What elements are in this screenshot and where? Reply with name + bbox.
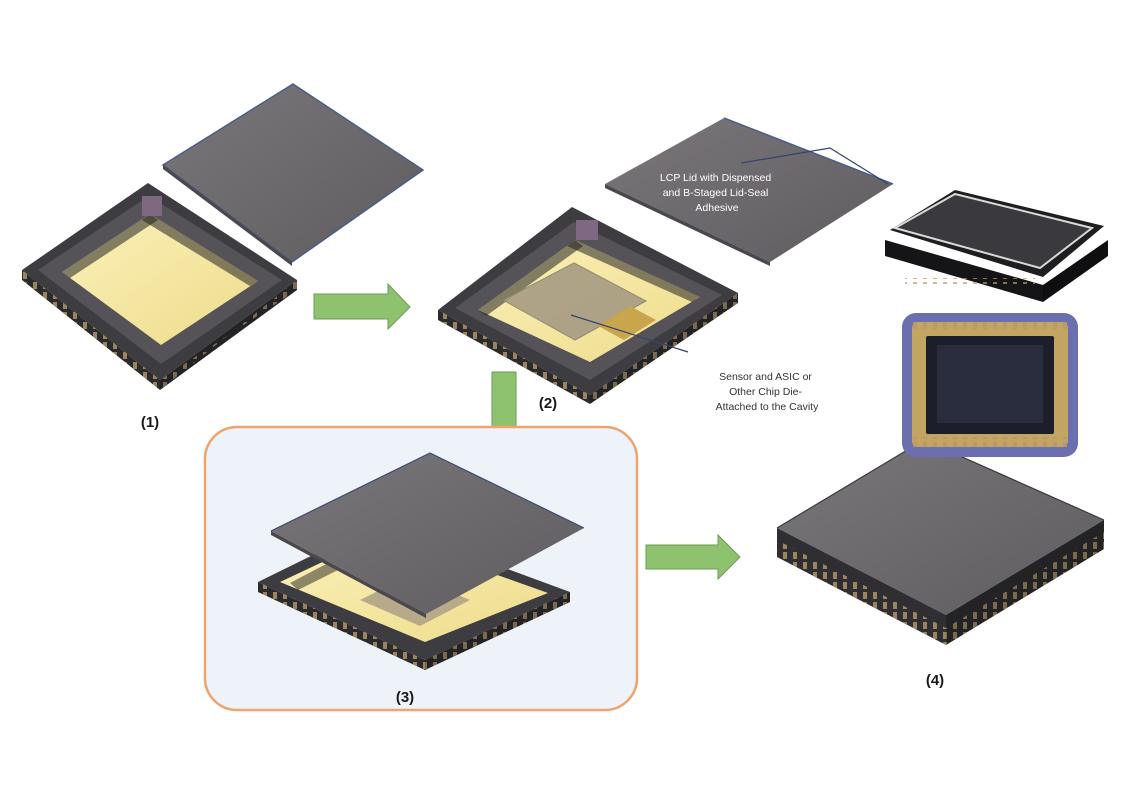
step-2-group: LCP Lid with Dispensed and B-Staged Lid-…	[438, 117, 894, 413]
step-4-group: (4)	[776, 190, 1108, 689]
step-1-group: (1)	[22, 83, 425, 431]
lid-annotation-line-1: LCP Lid with Dispensed	[660, 172, 771, 184]
step-2-package	[438, 207, 738, 404]
sealed-part-photo	[885, 190, 1108, 302]
die-annotation: Sensor and ASIC or Other Chip Die- Attac…	[716, 371, 819, 413]
step-4-label: (4)	[926, 672, 944, 689]
step-2-lid	[605, 117, 894, 266]
step-3-label: (3)	[396, 689, 414, 706]
step-1-package	[22, 183, 297, 390]
arrow-step-1-to-2	[313, 282, 411, 331]
open-sensor-photo	[902, 313, 1078, 457]
lid-annotation: LCP Lid with Dispensed and B-Staged Lid-…	[660, 172, 774, 214]
arrow-step-3-to-4	[645, 533, 741, 581]
lid-annotation-line-3: Adhesive	[695, 202, 738, 214]
step-3-lid	[270, 452, 585, 618]
step-4-package	[776, 439, 1105, 645]
die-annotation-line-1: Sensor and ASIC or	[719, 371, 812, 383]
step-1-lid	[161, 83, 425, 266]
step-3-group: (3)	[203, 425, 639, 712]
step-2-label: (2)	[539, 395, 557, 412]
die-annotation-line-3: Attached to the Cavity	[716, 401, 819, 413]
die-annotation-line-2: Other Chip Die-	[729, 386, 802, 398]
step-1-label: (1)	[141, 414, 159, 431]
lid-annotation-line-2: and B-Staged Lid-Seal	[663, 187, 769, 199]
